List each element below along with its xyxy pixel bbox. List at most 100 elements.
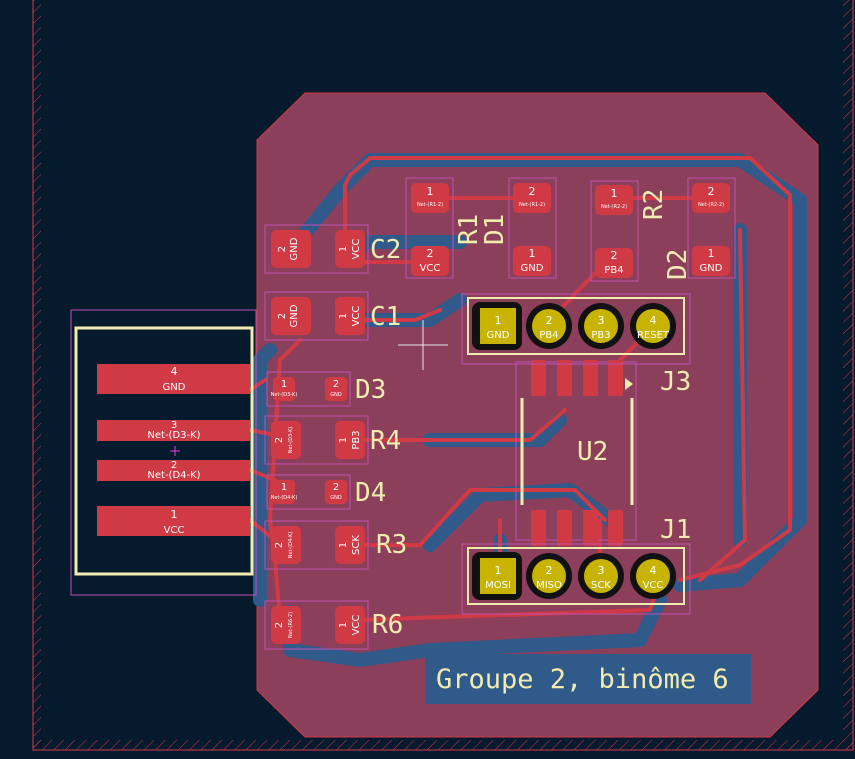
usb-pad-2-net: Net-(D4-K) (147, 470, 200, 481)
c2-pad2-net: GND (289, 237, 300, 260)
d3-pad2-num: 2 (333, 379, 339, 390)
usb-pad-2-num: 2 (171, 460, 177, 471)
r6-pad1-num: 1 (338, 622, 349, 628)
r4-pad2-net: Net-(D3-K) (288, 427, 294, 454)
r6-pad1-net: VCC (351, 615, 362, 636)
r2-pad2-num: 2 (611, 249, 618, 262)
r4-footprint[interactable]: 2 Net-(D3-K) 1 PB3 R4 (264, 415, 401, 465)
j1-pin3-num: 3 (598, 564, 605, 577)
j1-pin2-net: MISO (536, 580, 562, 591)
d2-pad2-net: Net-(R2-2) (698, 202, 724, 208)
d3-footprint[interactable]: 1 Net-(D3-K) 2 GND D3 (266, 371, 386, 407)
usb-pad-1-net: VCC (164, 525, 185, 536)
j3-pin3-net: PB3 (591, 330, 610, 341)
j3-footprint[interactable]: 1 GND 2 PB4 3 PB3 4 RESET J3 (461, 293, 691, 397)
r3-ref: R3 (376, 530, 407, 560)
r1-pad2-num: 2 (427, 247, 434, 260)
j3-pin2-num: 2 (546, 314, 553, 327)
r3-footprint[interactable]: 2 Net-(D4-K) 1 SCK R3 (264, 520, 407, 570)
r2-ref: R2 (639, 189, 669, 220)
j3-pin1-net: GND (487, 330, 510, 341)
usb-pad-4-num: 4 (171, 365, 178, 378)
r2-pad1-num: 1 (611, 187, 618, 200)
d1-pad2-num: 2 (529, 185, 536, 198)
j3-pin2-net: PB4 (539, 330, 558, 341)
j3-pin1-num: 1 (495, 314, 502, 327)
c2-ref: C2 (370, 235, 401, 265)
r4-ref: R4 (370, 426, 401, 456)
c1-pad1-num: 1 (338, 313, 349, 319)
c1-ref: C1 (370, 302, 401, 332)
d4-pad2-net: GND (330, 495, 342, 501)
d3-pad2-net: GND (330, 392, 342, 398)
d3-pad1-net: Net-(D3-K) (271, 392, 298, 398)
board-copper-pour (256, 92, 819, 738)
j1-pin2-num: 2 (546, 564, 553, 577)
silk-text-box (425, 654, 751, 704)
j1-pin4-num: 4 (650, 564, 657, 577)
usb-pad-4-net: GND (163, 382, 186, 393)
d2-pad1-net: GND (700, 263, 723, 274)
usb-footprint[interactable]: 4 GND 3 Net-(D3-K) 2 Net-(D4-K) 1 VCC (70, 309, 257, 596)
r3-pad2-num: 2 (274, 542, 285, 548)
r6-footprint[interactable]: 2 Net-(R6-2) 1 VCC R6 (264, 600, 403, 650)
c1-footprint[interactable]: 2 GND 1 VCC C1 (264, 291, 401, 341)
d4-ref: D4 (355, 478, 386, 508)
d4-footprint[interactable]: 1 Net-(D4-K) 2 GND D4 (266, 474, 386, 510)
j1-pin1-net: MOSI (485, 580, 511, 591)
d2-footprint[interactable]: 2 Net-(R2-2) 1 GND D2 (663, 177, 736, 280)
d1-pad2-net: Net-(R1-2) (519, 202, 545, 208)
j1-ref: J1 (660, 515, 691, 545)
u2-footprint[interactable]: U2 (515, 360, 637, 546)
c2-pad1-net: VCC (351, 239, 362, 260)
j1-pin1-num: 1 (495, 564, 502, 577)
j1-footprint[interactable]: 1 MOSI 2 MISO 3 SCK 4 VCC J1 (461, 515, 691, 615)
r6-pad2-num: 2 (274, 622, 285, 628)
c2-pad1-num: 1 (338, 246, 349, 252)
d1-pad1-num: 1 (529, 247, 536, 260)
r1-pad1-net: Net-(R1-2) (417, 202, 443, 208)
sheet-frame (32, 0, 854, 751)
j3-ref: J3 (660, 367, 691, 397)
d1-pad1-net: GND (521, 263, 544, 274)
d1-ref: D1 (480, 214, 510, 245)
r2-pad1-net: Net-(R2-2) (601, 204, 627, 210)
r1-pad1-num: 1 (427, 185, 434, 198)
j1-pin3-net: SCK (591, 580, 611, 591)
r2-pad2-net: PB4 (604, 265, 623, 276)
d3-ref: D3 (355, 375, 386, 405)
j3-pin4-net: RESET (637, 330, 670, 341)
j3-pin4-num: 4 (650, 314, 657, 327)
d2-pad1-num: 1 (708, 247, 715, 260)
d3-pad1-num: 1 (281, 379, 287, 390)
d2-ref: D2 (663, 249, 693, 280)
j1-pin4-net: VCC (643, 580, 664, 591)
r4-pad2-num: 2 (274, 437, 285, 443)
c1-pad2-net: GND (289, 304, 300, 327)
usb-pad-3-num: 3 (171, 420, 177, 431)
u2-ref: U2 (577, 437, 608, 467)
d4-pad1-num: 1 (281, 482, 287, 493)
r1-pad2-net: VCC (420, 263, 441, 274)
r6-pad2-net: Net-(R6-2) (288, 612, 294, 638)
c2-footprint[interactable]: 2 GND 1 VCC C2 (264, 224, 401, 274)
c2-pad2-num: 2 (277, 246, 288, 252)
r2-footprint[interactable]: 1 Net-(R2-2) 2 PB4 R2 (590, 180, 669, 282)
r1-footprint[interactable]: 1 Net-(R1-2) 2 VCC R1 (405, 177, 484, 279)
d4-pad2-num: 2 (333, 482, 339, 493)
silk-text: Groupe 2, binôme 6 (436, 664, 729, 695)
usb-pad-1-num: 1 (171, 508, 178, 521)
c1-pad1-net: VCC (351, 306, 362, 327)
r4-pad1-num: 1 (338, 437, 349, 443)
d4-pad1-net: Net-(D4-K) (271, 495, 298, 501)
j3-pin3-num: 3 (598, 314, 605, 327)
c1-pad2-num: 2 (277, 313, 288, 319)
usb-pad-3-net: Net-(D3-K) (147, 430, 200, 441)
d2-pad2-num: 2 (708, 185, 715, 198)
r3-pad1-net: SCK (351, 535, 362, 555)
r4-pad1-net: PB3 (351, 430, 362, 449)
r3-pad2-net: Net-(D4-K) (288, 532, 294, 559)
r3-pad1-num: 1 (338, 542, 349, 548)
d1-footprint[interactable]: 2 Net-(R1-2) 1 GND D1 (480, 177, 557, 279)
